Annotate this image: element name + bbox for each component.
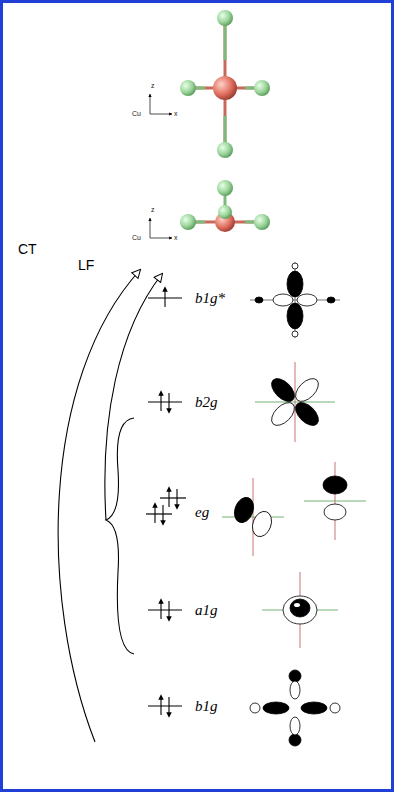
axis-label: x — [174, 234, 178, 242]
orbital-b1g — [250, 670, 340, 746]
orbital-label: eg — [195, 504, 209, 521]
energy-levels — [146, 298, 186, 706]
transition-label: LF — [78, 258, 94, 273]
octahedral-molecule — [180, 10, 270, 158]
orbital-label: b1g — [195, 698, 218, 715]
atom-label: Cu — [132, 110, 141, 118]
axis-label: x — [174, 110, 178, 118]
orbital-eg-2 — [304, 462, 366, 540]
axis-label: z — [151, 82, 155, 90]
orbital-b1g-star — [250, 262, 340, 338]
orbital-label: b2g — [195, 394, 218, 411]
orbital-b2g — [255, 362, 335, 442]
axes-1 — [150, 94, 172, 114]
transition-label: CT — [18, 242, 37, 257]
axis-label: z — [151, 206, 155, 214]
electron-spins — [155, 289, 177, 715]
orbital-label: a1g — [195, 602, 218, 619]
orbital-eg-1 — [222, 478, 284, 556]
orbital-a1g — [262, 572, 338, 648]
orbital-label: b1g* — [195, 290, 225, 307]
atom-label: Cu — [132, 234, 141, 242]
axes-2 — [150, 218, 172, 238]
square-planar-molecule — [180, 180, 270, 232]
transition-arrows — [58, 270, 162, 742]
